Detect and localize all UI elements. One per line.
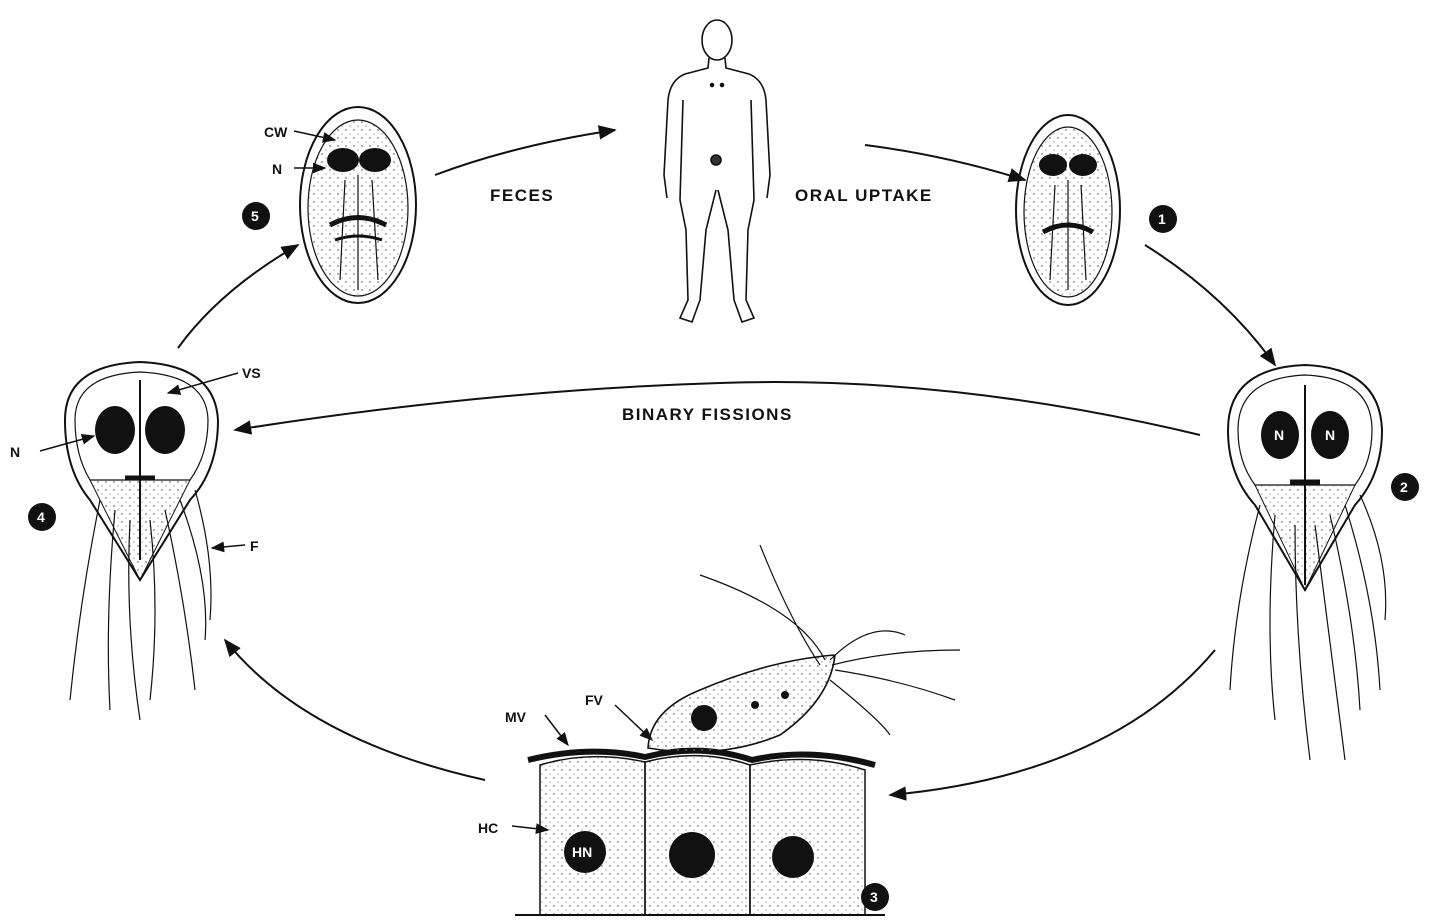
step-badge-2: 2 [1391,473,1419,501]
nucleus-left-label: N [1274,427,1284,443]
human-figure [664,20,770,322]
svg-text:4: 4 [37,509,45,525]
trophozoite-stage-2 [1228,365,1386,760]
f-label: F [250,538,259,554]
step-badge-5: 5 [242,202,270,230]
hc-label: HC [478,820,498,836]
arrow-3-to-4 [225,640,485,780]
binary-fissions-label: BINARY FISSIONS [622,405,793,424]
fv-label: FV [585,692,604,708]
cw-label: CW [264,124,288,140]
step-badge-4: 4 [28,503,56,531]
arrow-1-to-2 [1145,245,1275,365]
oral-uptake-label: ORAL UPTAKE [795,186,933,205]
mv-label: MV [505,709,527,725]
svg-text:1: 1 [1158,211,1166,227]
n-cyst-label: N [272,161,282,177]
feces-label: FECES [490,186,554,205]
attached-trophozoite [648,545,960,752]
arrow-2-to-3 [890,650,1215,795]
svg-text:3: 3 [870,889,878,905]
cyst-stage-1 [1016,115,1120,305]
arrow-4-to-5 [178,245,298,348]
arrow-feces [435,130,615,175]
arrow-oral-uptake [865,145,1025,180]
n-trophozoite-label: N [10,444,20,460]
svg-text:2: 2 [1400,479,1408,495]
nucleus-right-label: N [1325,427,1335,443]
vs-label: VS [242,365,261,381]
hn-label: HN [572,844,592,860]
intestinal-epithelium [515,751,885,915]
svg-text:5: 5 [251,208,259,224]
step-badge-1: 1 [1149,205,1177,233]
step-badge-3: 3 [861,883,889,911]
trophozoite-stage-4 [65,362,218,720]
